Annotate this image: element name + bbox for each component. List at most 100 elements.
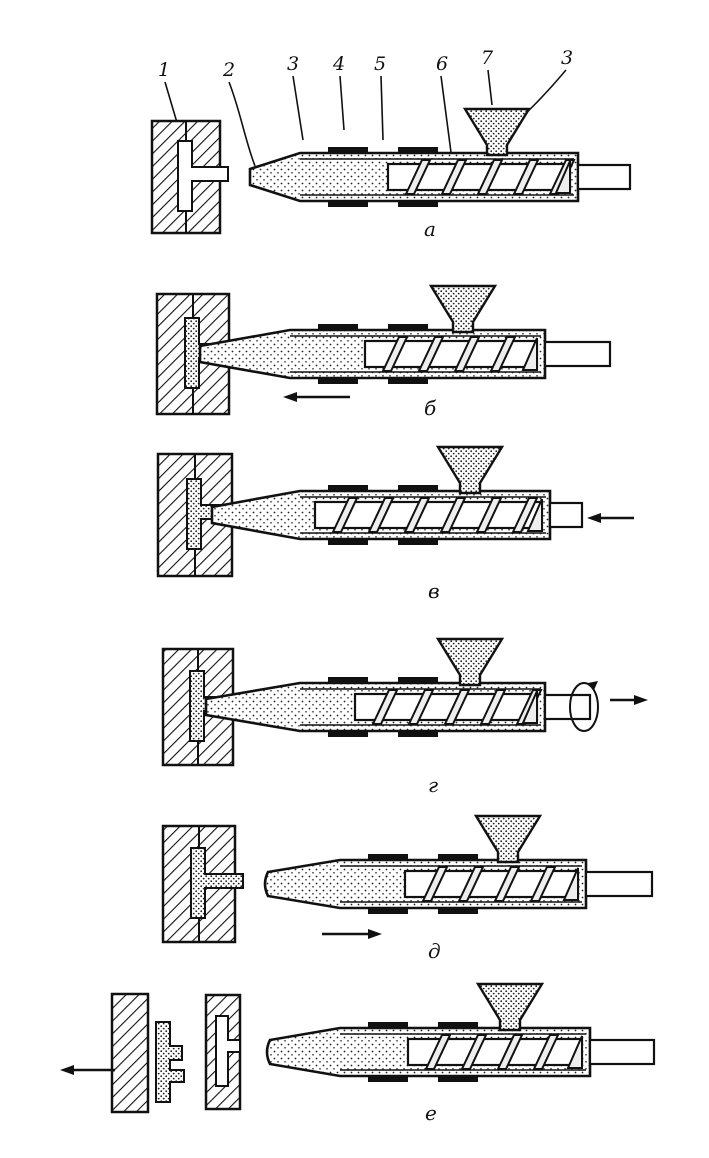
screw-rod xyxy=(548,501,584,529)
heater-band-bottom xyxy=(438,907,478,914)
heater-band-bottom xyxy=(368,1075,408,1082)
injection-unit xyxy=(265,982,656,1082)
mold xyxy=(150,119,229,235)
heater-band-bottom xyxy=(328,538,368,545)
mold-cavity xyxy=(177,140,229,212)
heater-band-bottom xyxy=(328,730,368,737)
callout-5: 5 xyxy=(374,53,386,75)
heater-band-top xyxy=(438,1022,478,1029)
screw-flight xyxy=(403,497,431,533)
rotation-arrow-head xyxy=(588,681,598,690)
heater-band-bottom xyxy=(398,538,438,545)
screw-rod xyxy=(588,1038,656,1066)
injection-unit xyxy=(248,107,632,207)
screw-rod xyxy=(543,340,612,368)
screw-flight xyxy=(424,1034,452,1070)
screw-end xyxy=(562,867,579,901)
heater-band-top xyxy=(368,854,408,861)
screw-flight xyxy=(417,336,445,372)
screw-end xyxy=(566,1035,583,1069)
heater-band-bottom xyxy=(318,377,358,384)
hopper xyxy=(435,637,505,687)
screw-flight xyxy=(443,689,471,725)
callout-2: 2 xyxy=(222,59,235,81)
screw-flight xyxy=(404,159,432,195)
arrow-head xyxy=(368,929,382,939)
screw-flight xyxy=(479,689,507,725)
heater-band-top xyxy=(318,324,358,331)
screw-flight xyxy=(453,336,481,372)
heater-band-top xyxy=(388,324,428,331)
arrow-head xyxy=(587,513,601,523)
heater-band-top xyxy=(398,485,438,492)
screw-flight xyxy=(460,1034,488,1070)
stage-label: г xyxy=(428,773,438,797)
rotation-arrow xyxy=(569,682,599,732)
stage-2: б xyxy=(155,284,612,420)
callout-numbers: 1 2 3 4 5 6 7 3 xyxy=(158,47,573,81)
heater-band-top xyxy=(398,147,438,154)
screw-flight xyxy=(532,1034,560,1070)
hopper xyxy=(435,445,505,495)
stage-4: г xyxy=(161,637,648,797)
screw-flight xyxy=(489,336,517,372)
mold-half-left xyxy=(110,992,150,1114)
screw-flight xyxy=(371,689,399,725)
screw-rod xyxy=(543,693,592,721)
screw-flight xyxy=(421,866,449,902)
stages: а б в г д е xyxy=(60,107,656,1125)
molded-part xyxy=(155,1021,185,1103)
arrow-head xyxy=(60,1065,74,1075)
callout-7: 7 xyxy=(481,47,494,69)
injection-unit xyxy=(210,445,584,545)
stage-3: в xyxy=(156,445,634,603)
stage-label: в xyxy=(428,579,440,603)
screw-rod xyxy=(576,163,632,191)
screw-end xyxy=(554,160,571,194)
hopper xyxy=(475,982,545,1032)
hopper xyxy=(473,814,543,864)
stage-1: а xyxy=(150,107,632,241)
stage-6: е xyxy=(60,982,656,1125)
screw-flight xyxy=(476,159,504,195)
heater-band-bottom xyxy=(398,200,438,207)
screw-flight xyxy=(331,497,359,533)
stage-5: д xyxy=(161,814,654,963)
heater-band-top xyxy=(438,854,478,861)
callout-4: 4 xyxy=(332,53,345,75)
callout-3: 3 xyxy=(287,53,299,75)
heater-band-top xyxy=(328,485,368,492)
screw-end xyxy=(521,690,538,724)
arrow-head xyxy=(283,392,297,402)
mold-open xyxy=(110,992,242,1114)
screw-flight xyxy=(439,497,467,533)
stage-label: д xyxy=(428,939,441,963)
screw-flight xyxy=(475,497,503,533)
stage-label: б xyxy=(424,396,437,420)
screw-flight xyxy=(512,159,540,195)
heater-band-bottom xyxy=(368,907,408,914)
injection-unit xyxy=(263,814,654,914)
injection-unit xyxy=(198,284,612,384)
mold xyxy=(161,824,244,944)
heater-band-bottom xyxy=(388,377,428,384)
heater-band-bottom xyxy=(438,1075,478,1082)
callout-1: 1 xyxy=(158,59,170,81)
screw-flight xyxy=(381,336,409,372)
heater-band-top xyxy=(398,677,438,684)
heater-band-bottom xyxy=(398,730,438,737)
screw-flight xyxy=(493,866,521,902)
arrow-head xyxy=(634,695,648,705)
screw-end xyxy=(521,337,538,371)
injection-unit xyxy=(204,637,599,737)
callout-leaders xyxy=(164,69,567,167)
screw-flight xyxy=(496,1034,524,1070)
screw-flight xyxy=(367,497,395,533)
callout-6: 6 xyxy=(436,53,448,75)
screw-flight xyxy=(511,497,539,533)
hopper xyxy=(428,284,498,334)
screw-flight xyxy=(529,866,557,902)
stage-label: е xyxy=(425,1101,437,1125)
heater-band-bottom xyxy=(328,200,368,207)
